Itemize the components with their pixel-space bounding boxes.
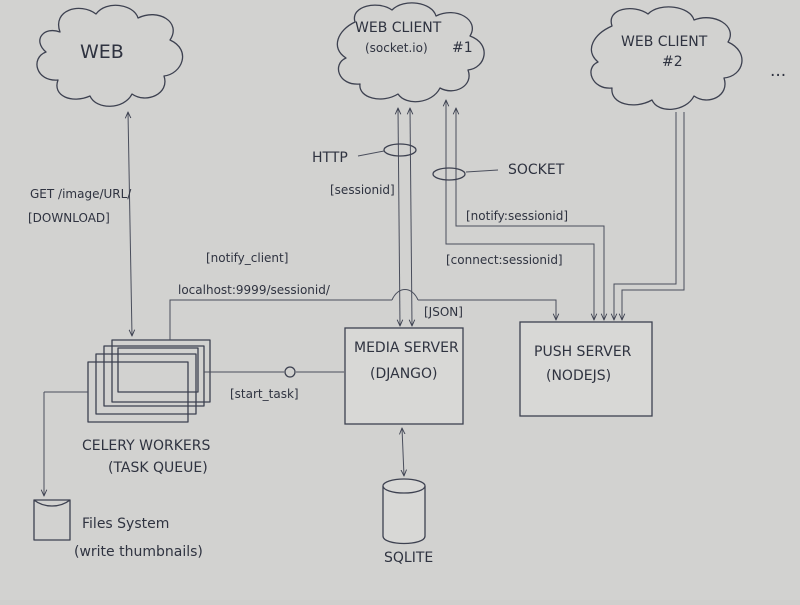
json-label: [JSON]: [424, 305, 463, 319]
notify-client-edge-b: [418, 299, 556, 320]
media-sqlite-edge: [402, 428, 404, 476]
client2-push-edge-1: [614, 112, 677, 320]
sqlite-cylinder: [382, 478, 426, 545]
media-server-label: MEDIA SERVER: [354, 340, 459, 356]
http-label-leader: [357, 150, 385, 157]
notify-client-hop: [391, 289, 419, 301]
http-label: HTTP: [312, 150, 348, 166]
push-server-sub-label: (NODEJS): [546, 368, 611, 384]
web-label: WEB: [80, 41, 124, 63]
start-task-label: [start_task]: [230, 387, 299, 401]
session-id-label: [sessionid]: [330, 183, 395, 197]
web-client-2-label: WEB CLIENT: [621, 34, 708, 50]
media-server-sub-label: (DJANGO): [370, 366, 438, 382]
http-edge-2: [410, 108, 412, 326]
socket-bundle-ring: [432, 167, 466, 181]
push-server-box: [519, 321, 653, 417]
client2-push-edge-2: [622, 112, 685, 320]
celery-workers-sub-label: (TASK QUEUE): [108, 460, 208, 476]
celery-workers-label: CELERY WORKERS: [82, 438, 210, 454]
notify-client-edge-a: [169, 299, 392, 340]
file-system-icon: [33, 499, 71, 541]
localhost-url-label: localhost:9999/sessionid/: [178, 283, 331, 297]
get-image-label: GET /image/URL/: [30, 187, 132, 201]
download-label: [DOWNLOAD]: [28, 211, 110, 225]
notify-client-label: [notify_client]: [206, 251, 288, 265]
socket-label: SOCKET: [508, 162, 565, 178]
more-clients-ellipsis: ...: [770, 61, 786, 81]
file-system-sub-label: (write thumbnails): [74, 544, 203, 560]
http-bundle-ring: [383, 143, 417, 157]
web-client-2-number: #2: [662, 54, 683, 70]
web-client-1-cloud: WEB CLIENT (socket.io) #1: [336, 2, 485, 103]
web-client-1-number: #1: [452, 40, 473, 56]
connect-session-label: [connect:sessionid]: [446, 253, 563, 267]
web-client-1-label: WEB CLIENT: [355, 20, 442, 36]
web-cloud: WEB: [36, 4, 184, 107]
socket-label-leader: [465, 169, 499, 173]
start-task-connector: [284, 366, 296, 378]
push-server-label: PUSH SERVER: [534, 344, 632, 360]
web-client-1-sub-label: (socket.io): [365, 41, 428, 55]
web-client-2-cloud: WEB CLIENT #2: [590, 6, 743, 110]
socket-edge-2: [456, 108, 604, 320]
notify-session-label: [notify:sessionid]: [466, 209, 568, 223]
media-server-box: [344, 327, 464, 425]
file-system-label: Files System: [82, 516, 169, 532]
web-celery-edge: [128, 112, 132, 336]
sqlite-label: SQLITE: [384, 550, 433, 566]
